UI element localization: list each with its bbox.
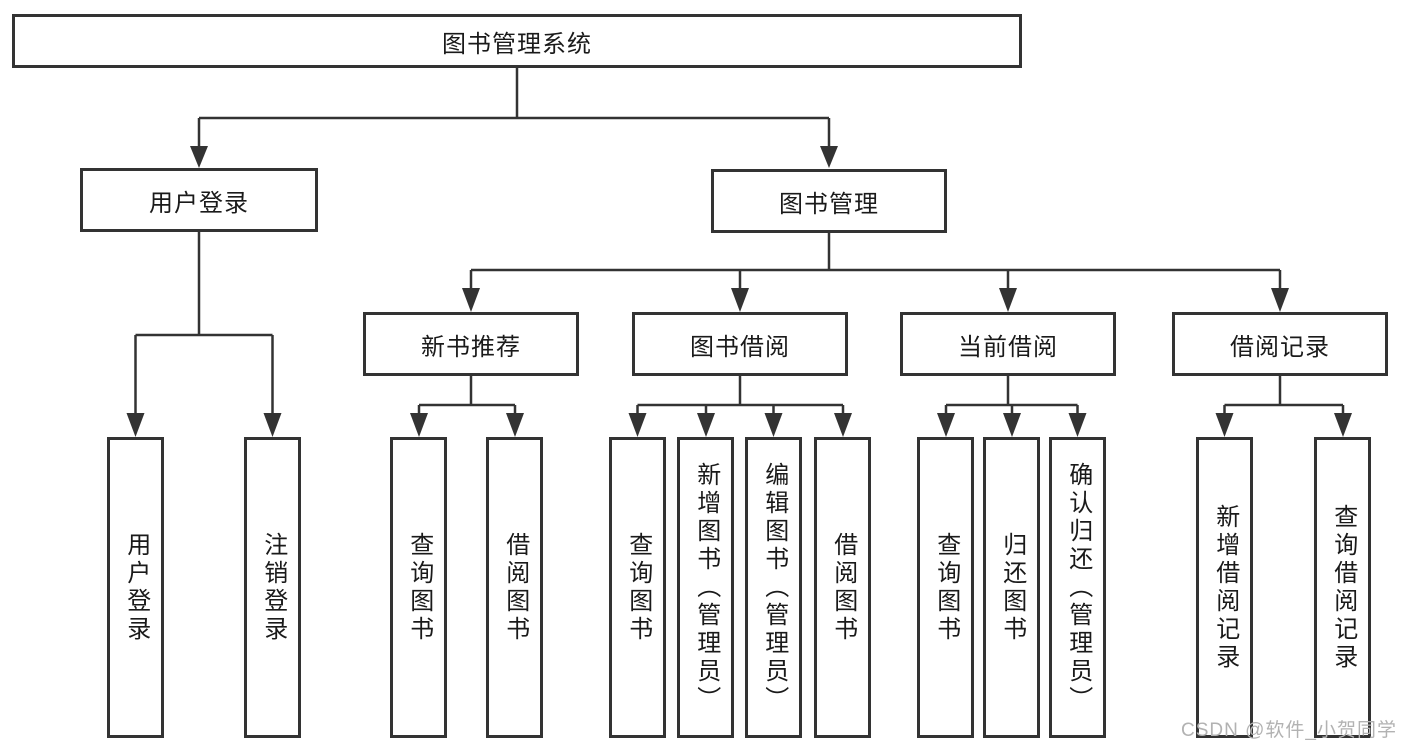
node-label: 用户登录 <box>122 531 150 644</box>
arrowhead <box>999 288 1017 312</box>
node-label: 归还图书 <box>998 531 1026 644</box>
arrowhead <box>1271 288 1289 312</box>
arrowhead <box>1334 413 1352 437</box>
node-label: 图书借阅 <box>690 333 790 361</box>
watermark-csdn: CSDN @软件_小贺同学 <box>1181 720 1397 741</box>
leaf-borrow-books-borrow: 借阅图书 <box>814 437 871 738</box>
node-label: 图书管理 <box>779 190 879 218</box>
arrowhead <box>1068 413 1087 437</box>
connector-user-login-to-leaves <box>126 232 282 437</box>
node-current-borrowing: 当前借阅 <box>900 312 1116 376</box>
node-book-management: 图书管理 <box>711 169 947 233</box>
leaf-query-books-borrow: 查询图书 <box>609 437 666 738</box>
node-library-management-system: 图书管理系统 <box>12 14 1022 68</box>
node-label: 借阅记录 <box>1230 333 1330 361</box>
node-label: 新增图书（管理员） <box>692 461 720 714</box>
node-label: 查询图书 <box>405 531 433 644</box>
connector-root-to-level2 <box>190 68 838 168</box>
node-user-login: 用户登录 <box>80 168 318 232</box>
leaf-edit-book-admin: 编辑图书（管理员） <box>745 437 802 738</box>
leaf-query-books-recommend: 查询图书 <box>390 437 447 738</box>
arrowhead <box>1215 413 1234 437</box>
arrowhead <box>1003 413 1021 437</box>
arrowhead <box>410 413 428 437</box>
node-label: 新增借阅记录 <box>1211 503 1239 672</box>
node-book-borrowing: 图书借阅 <box>632 312 848 376</box>
arrowhead <box>820 146 838 168</box>
node-label: 借阅图书 <box>501 531 529 644</box>
node-label: 借阅图书 <box>829 531 857 644</box>
node-new-book-recommendation: 新书推荐 <box>363 312 579 376</box>
arrowhead <box>764 413 783 437</box>
node-label: 注销登录 <box>259 531 287 644</box>
node-label: 新书推荐 <box>421 333 521 361</box>
leaf-add-book-admin: 新增图书（管理员） <box>677 437 734 738</box>
arrowhead <box>126 413 145 437</box>
node-label: 查询借阅记录 <box>1329 503 1357 672</box>
node-label: 编辑图书（管理员） <box>760 461 788 714</box>
arrowhead <box>697 413 715 437</box>
arrowhead <box>937 413 955 437</box>
arrowhead <box>462 288 480 312</box>
connector-lines <box>469 232 1282 292</box>
leaf-logout: 注销登录 <box>244 437 301 738</box>
leaf-return-books: 归还图书 <box>983 437 1040 738</box>
arrowhead <box>190 146 208 168</box>
arrowhead <box>731 288 749 312</box>
connector-lines <box>134 232 274 417</box>
connector-lines <box>417 376 1345 417</box>
node-borrowing-records: 借阅记录 <box>1172 312 1388 376</box>
connector-level3-to-leaves <box>410 376 1352 437</box>
node-label: 当前借阅 <box>958 333 1058 361</box>
node-label: 图书管理系统 <box>442 30 592 58</box>
node-label: 确认归还（管理员） <box>1064 461 1092 714</box>
leaf-query-books-current: 查询图书 <box>917 437 974 738</box>
connector-book-management-to-level3 <box>462 232 1289 312</box>
arrowhead <box>506 413 524 437</box>
leaf-confirm-return-admin: 确认归还（管理员） <box>1049 437 1106 738</box>
arrowhead <box>834 413 852 437</box>
leaf-user-login: 用户登录 <box>107 437 164 738</box>
arrowhead <box>628 413 647 437</box>
leaf-query-borrow-record: 查询借阅记录 <box>1314 437 1371 738</box>
arrowhead <box>263 413 282 437</box>
node-label: 查询图书 <box>624 531 652 644</box>
leaf-borrow-books-recommend: 借阅图书 <box>486 437 543 738</box>
connector-lines <box>197 68 831 150</box>
node-label: 查询图书 <box>932 531 960 644</box>
node-label: 用户登录 <box>149 189 249 217</box>
leaf-add-borrow-record: 新增借阅记录 <box>1196 437 1253 738</box>
